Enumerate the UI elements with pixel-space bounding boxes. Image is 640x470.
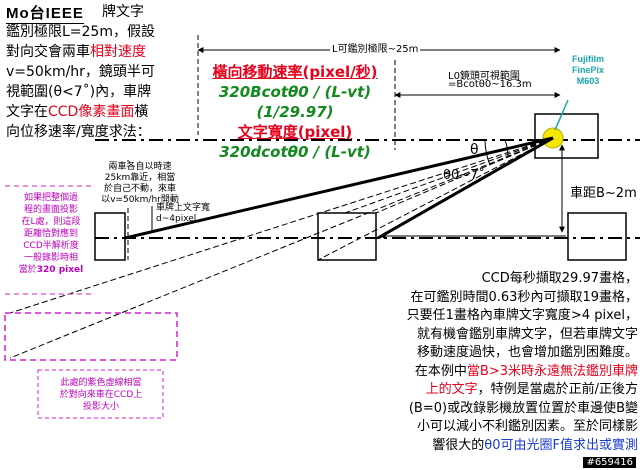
formula-title: 橫向移動速率(pixel/秒) — [212, 63, 378, 81]
left-pink-note-2: 此處的紫色虛線相當 於對向來車在CCD上 投影大小 — [59, 378, 143, 412]
speed-note: 兩車各自以時速 25km靠近，相當 於自己不動，來車 以v=50km/hr開動 — [95, 162, 185, 206]
intro-line-5: 視範圍(θ<7˚)內，車牌 — [6, 84, 152, 100]
watermark: #659416 — [583, 457, 636, 468]
l0-label-1: L0鏡頭可視範圍 — [448, 71, 520, 82]
l0-label-2: =Bcotθ0~16.3m — [448, 79, 532, 90]
intro-line-4: v=50km/hr，鏡頭半可 — [6, 64, 155, 80]
own-car-box — [534, 113, 599, 159]
projection-line-1 — [9, 137, 554, 359]
projection-line-2 — [9, 137, 554, 314]
intro-line-1: 牌文字 — [102, 4, 144, 20]
oncoming-car-box-right — [567, 212, 627, 261]
formula-expr-2: 320dcotθ0 / (L-vt) — [219, 143, 371, 161]
formula-title-2: 文字寬度(pixel) — [237, 123, 353, 141]
plate-note: 車牌上文字寬 d~4pixel — [156, 203, 211, 224]
l-label: L可鑑別極限~25m — [330, 40, 421, 55]
formula-block: 橫向移動速率(pixel/秒) 320Bcotθ0 / (L-vt)(1/29.… — [190, 62, 400, 162]
oncoming-car-box-left — [94, 212, 126, 261]
sight-line-far — [124, 136, 554, 240]
projection-line-4 — [375, 137, 554, 214]
oncoming-car-box-mid — [317, 212, 377, 261]
projection-line-3 — [317, 137, 554, 261]
distance-b-label: 車距B~2m — [570, 186, 637, 201]
pink-bracket-lines — [5, 185, 95, 295]
intro-line-3: 對向交會兩車相對速度 — [6, 44, 146, 60]
bottom-paragraph: CCD每秒擷取29.97畫格， 在可鑑別時間0.63秒內可擷取19畫格， 只要任… — [406, 271, 638, 453]
projection-line-5 — [344, 137, 554, 214]
pink-projection-box — [4, 312, 178, 361]
theta0-arc — [484, 139, 491, 166]
sight-line-near — [377, 136, 554, 240]
left-pink-note-1: 如果把整個過 程的畫面投影 在L處，則這段 距離恰對應到 CCD半解析度 一般錄… — [18, 193, 84, 275]
theta-label: θ — [470, 142, 479, 158]
camera-pointer — [554, 99, 569, 131]
theta-arc — [504, 139, 509, 157]
pink-note-frame — [37, 369, 164, 419]
camera-label: Fujifilm FinePix M603 — [572, 54, 605, 86]
logo: Mo台IEEE — [6, 2, 84, 24]
intro-line-7: 向位移速率/寬度求法： — [6, 124, 151, 140]
formula-expr-1: 320Bcotθ0 / (L-vt)(1/29.97) — [218, 83, 372, 121]
intro-text: 牌文字 鑑別極限L=25m，假設 對向交會兩車相對速度 v=50km/hr，鏡頭… — [6, 2, 196, 142]
intro-line-6: 文字在CCD像素畫面橫 — [6, 104, 149, 120]
l0-dimension — [394, 60, 561, 150]
intro-line-2: 鑑別極限L=25m，假設 — [6, 24, 155, 40]
theta0-label: θ0~7˚ — [443, 168, 485, 183]
